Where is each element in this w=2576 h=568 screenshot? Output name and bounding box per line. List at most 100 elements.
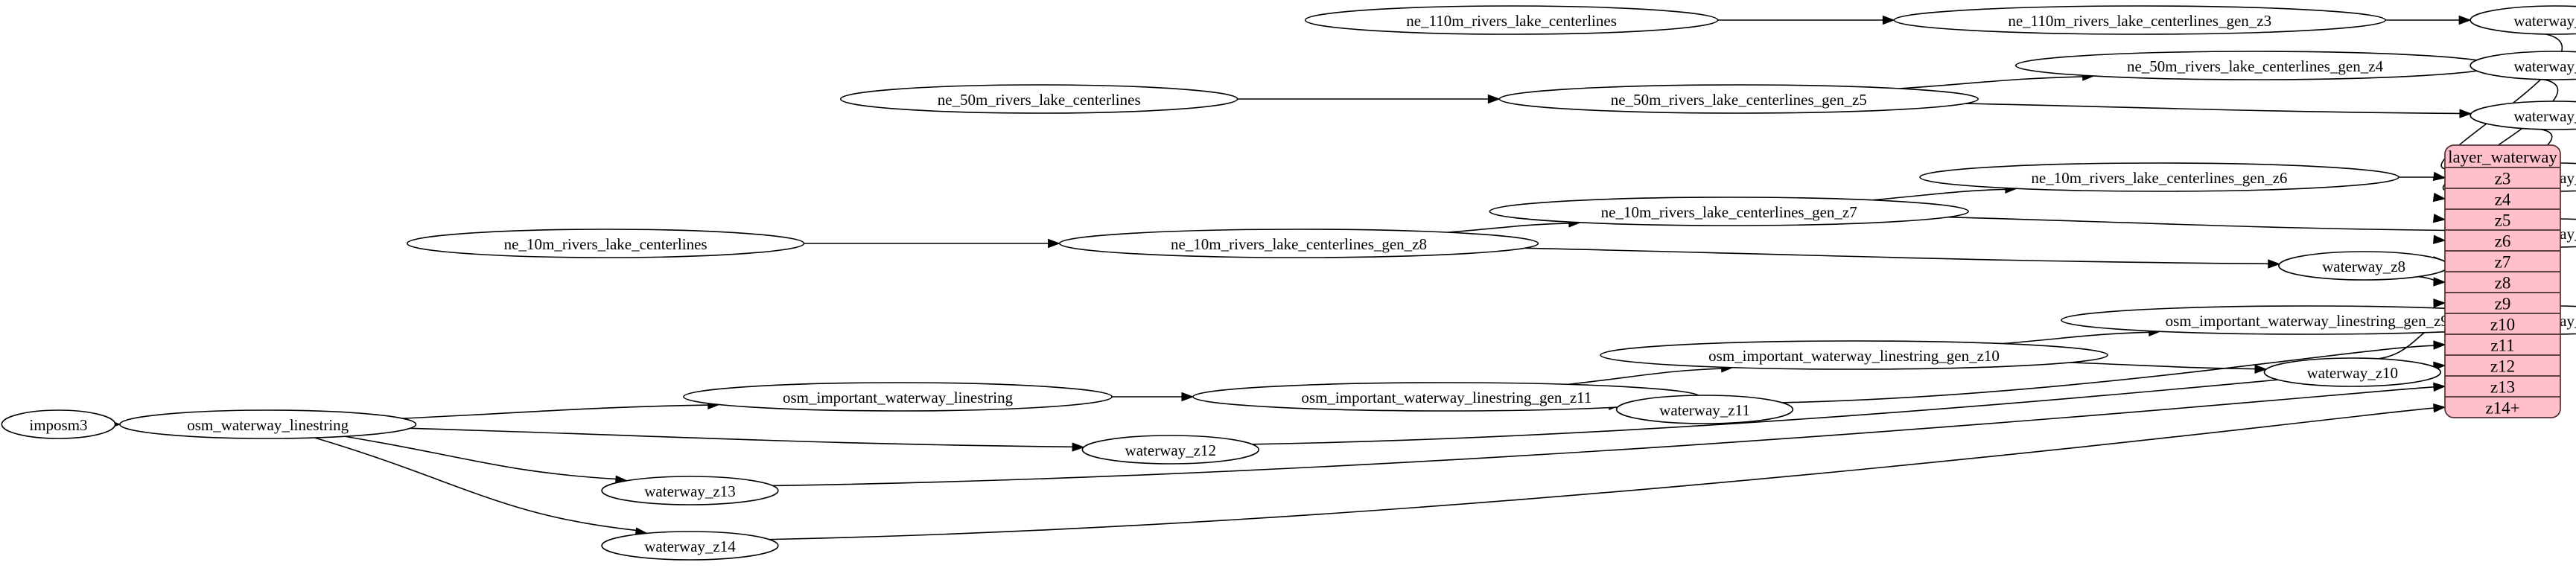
edge-arrowhead: [1048, 238, 1061, 249]
node-shape: [683, 382, 1113, 412]
node-label: osm_important_waterway_linestring_gen_z1…: [1301, 389, 1591, 406]
node-label: ne_50m_rivers_lake_centerlines_gen_z4: [2127, 57, 2384, 75]
record-row-z4[interactable]: z4: [2495, 191, 2511, 209]
edge-arrowhead: [2459, 109, 2472, 118]
node-waterway_z13[interactable]: waterway_z13: [601, 476, 779, 505]
record-row-z14plus[interactable]: z14+: [2485, 399, 2519, 418]
record-row-z7[interactable]: z7: [2495, 253, 2511, 272]
node-shape: [1615, 395, 1794, 424]
edge-osm_waterway_linestring-to-osm_important_waterway_linestring: [402, 404, 709, 419]
node-label: waterway_z3: [2513, 12, 2576, 30]
node-ne_10m_rivers_lake_centerlines_gen_z7[interactable]: ne_10m_rivers_lake_centerlines_gen_z7: [1489, 197, 1969, 226]
node-label: ne_50m_rivers_lake_centerlines_gen_z5: [1611, 91, 1867, 109]
node-shape: [1600, 340, 2108, 370]
edge-arrowhead: [2433, 234, 2446, 244]
edge-osm_waterway_linestring-to-waterway_z13: [344, 435, 617, 480]
node-label: imposm3: [29, 416, 87, 434]
node-shape: [1, 409, 116, 439]
node-shape: [1919, 162, 2400, 192]
edge-osm_important_waterway_linestring_gen_z10-to-waterway_z10: [2070, 362, 2257, 370]
edge-osm_important_waterway_linestring_gen_z11-to-osm_important_waterway_linestring_gen_z10: [1568, 368, 1723, 386]
node-ne_10m_rivers_lake_centerlines[interactable]: ne_10m_rivers_lake_centerlines: [406, 229, 805, 258]
record-row-z12[interactable]: z12: [2490, 357, 2515, 376]
node-waterway_z12[interactable]: waterway_z12: [1081, 435, 1259, 465]
node-ne_50m_rivers_lake_centerlines_gen_z4[interactable]: ne_50m_rivers_lake_centerlines_gen_z4: [2014, 51, 2496, 80]
node-label: ne_110m_rivers_lake_centerlines: [1406, 12, 1617, 30]
node-label: ne_10m_rivers_lake_centerlines: [504, 235, 707, 253]
edge-ne_10m_rivers_lake_centerlines_gen_z7-to-ne_10m_rivers_lake_centerlines_gen_z6: [1871, 188, 2006, 201]
edge-ne_50m_rivers_lake_centerlines_gen_z5-to-waterway_z5: [1965, 103, 2461, 115]
node-shape: [406, 229, 805, 258]
edge-osm_waterway_linestring-to-waterway_z12: [410, 427, 1074, 448]
record-row-z3[interactable]: z3: [2495, 170, 2511, 188]
edge-arrowhead: [2433, 403, 2446, 413]
node-ne_10m_rivers_lake_centerlines_gen_z6[interactable]: ne_10m_rivers_lake_centerlines_gen_z6: [1919, 162, 2400, 192]
node-ne_110m_rivers_lake_centerlines_gen_z3[interactable]: ne_110m_rivers_lake_centerlines_gen_z3: [1893, 5, 2386, 35]
node-shape: [2470, 5, 2576, 35]
record-row-z10[interactable]: z10: [2490, 316, 2515, 334]
node-shape: [601, 476, 779, 505]
record-row-z6[interactable]: z6: [2495, 232, 2511, 251]
node-osm_waterway_linestring[interactable]: osm_waterway_linestring: [119, 409, 417, 439]
node-shape: [1304, 5, 1719, 35]
node-shape: [1893, 5, 2386, 35]
node-shape: [1081, 435, 1259, 465]
node-imposm3[interactable]: imposm3: [1, 409, 116, 439]
edge-arrowhead: [2432, 171, 2446, 182]
edge-arrowhead: [2254, 364, 2268, 374]
node-shape: [2263, 357, 2442, 387]
node-osm_important_waterway_linestring[interactable]: osm_important_waterway_linestring: [683, 382, 1113, 412]
node-label: ne_50m_rivers_lake_centerlines: [938, 91, 1141, 109]
edge-arrowhead: [2433, 299, 2446, 308]
node-shape: [1498, 84, 1979, 114]
record-row-z11[interactable]: z11: [2490, 336, 2514, 355]
node-label: osm_important_waterway_linestring_gen_z9: [2166, 312, 2449, 330]
node-shape: [2470, 100, 2576, 130]
node-waterway_z11[interactable]: waterway_z11: [1615, 395, 1794, 424]
node-label: waterway_z12: [1125, 441, 1216, 459]
node-ne_50m_rivers_lake_centerlines[interactable]: ne_50m_rivers_lake_centerlines: [839, 84, 1238, 114]
node-label: ne_10m_rivers_lake_centerlines_gen_z8: [1171, 235, 1427, 253]
record-title: layer_waterway: [2448, 148, 2557, 167]
node-label: osm_important_waterway_linestring_gen_z1…: [1708, 347, 2000, 365]
record-row-z5[interactable]: z5: [2495, 211, 2511, 230]
node-label: ne_10m_rivers_lake_centerlines_gen_z6: [2031, 169, 2287, 187]
record-node-layer-waterway[interactable]: layer_waterway z3 z4 z5 z6 z7 z8 z9 z10 z11 z12 z13…: [2444, 144, 2561, 418]
node-osm_important_waterway_linestring_gen_z10[interactable]: osm_important_waterway_linestring_gen_z1…: [1600, 340, 2108, 370]
edge-waterway_z4-to-layer_waterway_z4: [2442, 79, 2559, 192]
node-label: waterway_z14: [644, 537, 736, 555]
nodes-layer: imposm3 osm_waterway_linestring ne_110m_ri…: [1, 5, 2576, 561]
node-ne_50m_rivers_lake_centerlines_gen_z5[interactable]: ne_50m_rivers_lake_centerlines_gen_z5: [1498, 84, 1979, 114]
node-label: waterway_z8: [2322, 258, 2405, 275]
node-ne_110m_rivers_lake_centerlines[interactable]: ne_110m_rivers_lake_centerlines: [1304, 5, 1719, 35]
edge-osm_important_waterway_linestring_gen_z10-to-osm_important_waterway_linestring_gen_z9: [2002, 331, 2150, 345]
node-waterway_z10[interactable]: waterway_z10: [2263, 357, 2442, 387]
edge-ne_10m_rivers_lake_centerlines_gen_z8-to-waterway_z8: [1524, 247, 2269, 265]
node-label: waterway_z13: [644, 482, 735, 500]
node-waterway_z14[interactable]: waterway_z14: [601, 531, 779, 561]
node-label: waterway_z5: [2513, 107, 2576, 125]
record-row-z8[interactable]: z8: [2495, 274, 2511, 293]
edge-ne_10m_rivers_lake_centerlines_gen_z7-to-waterway_z7: [1947, 216, 2461, 232]
node-label: ne_10m_rivers_lake_centerlines_gen_z7: [1601, 203, 1857, 221]
record-row-z13[interactable]: z13: [2490, 378, 2515, 397]
node-osm_important_waterway_linestring_gen_z9[interactable]: osm_important_waterway_linestring_gen_z9: [2061, 305, 2554, 335]
node-waterway_z5[interactable]: waterway_z5: [2470, 100, 2576, 130]
node-waterway_z4[interactable]: waterway_z4: [2470, 51, 2576, 80]
node-shape: [1489, 197, 1969, 226]
node-waterway_z3[interactable]: waterway_z3: [2470, 5, 2576, 35]
node-shape: [2470, 51, 2576, 80]
edge-arrowhead: [2432, 214, 2446, 223]
node-label: waterway_z10: [2307, 364, 2398, 382]
node-ne_10m_rivers_lake_centerlines_gen_z8[interactable]: ne_10m_rivers_lake_centerlines_gen_z8: [1058, 229, 1539, 258]
edge-waterway_z11-to-layer_waterway_z11: [1781, 345, 2435, 403]
edge-waterway_z14-to-layer_waterway_z14_: [769, 407, 2435, 540]
node-label: osm_waterway_linestring: [187, 416, 349, 434]
node-shape: [119, 409, 417, 439]
node-waterway_z8[interactable]: waterway_z8: [2278, 251, 2450, 281]
edges-layer: [108, 15, 2563, 540]
record-row-z9[interactable]: z9: [2495, 295, 2511, 313]
edge-ne_50m_rivers_lake_centerlines_gen_z5-to-ne_50m_rivers_lake_centerlines_gen_z4: [1900, 76, 2084, 89]
node-label: osm_important_waterway_linestring: [783, 389, 1014, 406]
